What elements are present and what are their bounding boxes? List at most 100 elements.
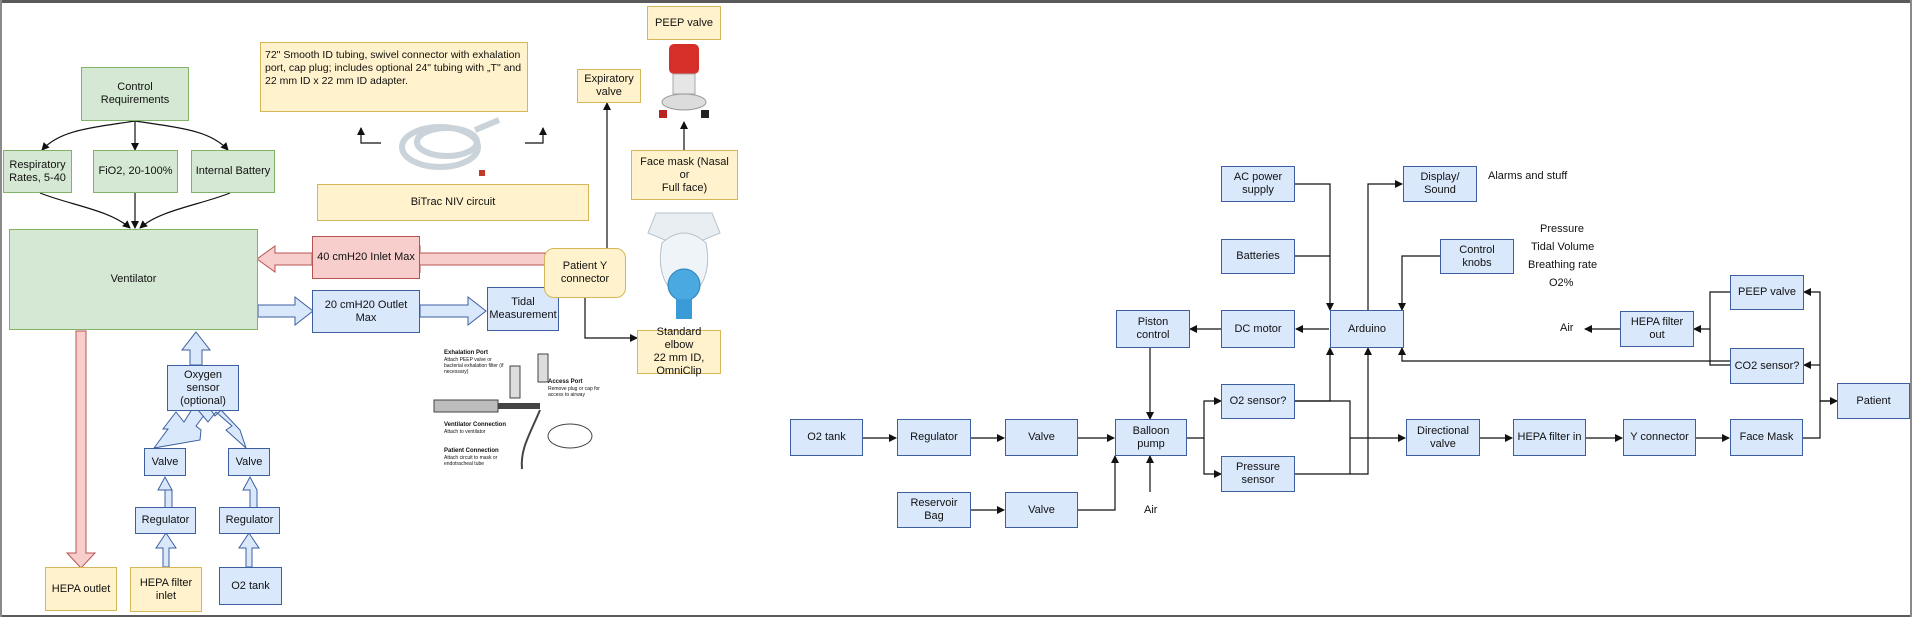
o2-tank-left-node: O2 tank — [219, 567, 282, 605]
control-requirements-node: Control Requirements — [81, 67, 189, 121]
arrow-vent-hepa — [65, 330, 97, 569]
edge-valve2-balloon — [1078, 455, 1119, 511]
valve-left-node: Valve — [144, 448, 186, 476]
o2-sensor-node: O2 sensor? — [1221, 384, 1295, 419]
edge-pressure-arduino — [1295, 347, 1372, 475]
arrow-hepa-reg — [155, 532, 177, 568]
param-o2: O2% — [1549, 277, 1574, 289]
edge-bitrac-right — [525, 127, 547, 144]
hepa-filter-out-node: HEPA filter out — [1620, 311, 1694, 347]
standard-elbow-node: Standard elbow 22 mm ID, OmniClip — [637, 326, 721, 377]
arrow-reg-valve-left — [157, 475, 173, 510]
label-ventilator-connection: Ventilator Connection — [444, 422, 507, 428]
label-access-desc: Remove plug or cap for access to airway — [548, 386, 600, 398]
respiratory-rates-node: Respiratory Rates, 5-40 — [3, 150, 72, 193]
piston-control-node: Piston control — [1116, 310, 1190, 348]
peep-valve-node: PEEP valve — [1730, 275, 1804, 310]
bitrac-node: BiTrac NIV circuit — [317, 184, 589, 221]
edge-balloon-pressure — [1203, 438, 1222, 478]
air-out-text: Air — [1560, 322, 1574, 334]
ventilator-node: Ventilator — [9, 229, 258, 330]
face-mask-image — [647, 212, 721, 319]
edge-battery-vent — [139, 192, 231, 229]
edge-arduino-display — [1367, 180, 1403, 310]
left-border — [0, 0, 2, 617]
regulator-right-node: Regulator — [219, 507, 280, 534]
arrow-reg-valve-right — [242, 475, 258, 510]
air-in-text: Air — [1144, 504, 1158, 516]
bottom-border — [0, 615, 1912, 617]
regulator-left-node: Regulator — [135, 507, 196, 534]
edge-knobs-arduino — [1398, 255, 1440, 311]
valve2-node: Valve — [1005, 492, 1078, 528]
edge-co2-hepaout — [1709, 329, 1730, 366]
inlet-max-node: 40 cmH20 Inlet Max — [312, 236, 420, 279]
arrow-y-inlet — [400, 245, 546, 273]
peep-valve-image — [659, 44, 709, 118]
fio2-node: FiO2, 20-100% — [93, 150, 178, 193]
arrow-oxygen-vent — [180, 331, 212, 366]
balloon-pump-node: Balloon pump — [1115, 419, 1187, 456]
param-tidal-volume: Tidal Volume — [1531, 241, 1595, 253]
edge-o2sensor-arduino — [1295, 347, 1334, 402]
circuit-drawing — [433, 353, 593, 470]
peep-valve-label-node: PEEP valve — [647, 6, 721, 40]
label-exhalation-desc: Attach PEEP valve or bacterial exhalatio… — [444, 357, 504, 375]
arrow-tank-reg — [238, 532, 260, 568]
pressure-sensor-node: Pressure sensor — [1221, 456, 1295, 492]
edge-co2-arduino — [1398, 347, 1730, 362]
edge-patient-peep — [1803, 288, 1837, 402]
label-exhalation-port: Exhalation Port — [444, 350, 489, 356]
edge-ac-arduino — [1295, 183, 1334, 311]
edge-bitrac-left — [357, 127, 381, 144]
expiratory-valve-node: Expiratory valve — [577, 69, 641, 103]
batteries-node: Batteries — [1221, 239, 1295, 274]
alarms-text: Alarms and stuff — [1488, 170, 1568, 182]
param-pressure: Pressure — [1540, 223, 1585, 235]
face-mask-label-node: Face mask (Nasal or Full face) — [631, 150, 738, 200]
arduino-node: Arduino — [1330, 310, 1404, 348]
valve-right-diagram-node: Valve — [1005, 419, 1078, 456]
face-mask-node: Face Mask — [1730, 419, 1803, 456]
reservoir-bag-node: Reservoir Bag — [897, 492, 971, 528]
hepa-outlet-node: HEPA outlet — [45, 567, 117, 611]
directional-valve-node: Directional valve — [1406, 419, 1480, 456]
o2-tank-right-node: O2 tank — [790, 419, 863, 456]
edge-balloon-o2sensor — [1187, 397, 1222, 439]
outlet-max-node: 20 cmH20 Outlet Max — [312, 290, 420, 333]
regulator-right-diagram-node: Regulator — [897, 419, 971, 456]
edge-y-elbow — [584, 298, 638, 342]
label-patient-connection: Patient Connection — [444, 448, 499, 454]
edge-o2sensor-dirvalve — [1295, 400, 1406, 442]
label-patient-desc: Attach circuit to mask or endotracheal t… — [444, 455, 498, 467]
patient-y-connector-node: Patient Y connector — [544, 248, 626, 298]
dc-motor-node: DC motor — [1221, 310, 1295, 348]
tubing-image — [399, 117, 501, 176]
co2-sensor-node: CO2 sensor? — [1730, 348, 1804, 384]
edge-resp-vent — [39, 192, 131, 229]
hepa-filter-inlet-node: HEPA filter inlet — [130, 567, 202, 612]
edge-peep-hepaout — [1693, 291, 1730, 333]
control-knobs-node: Control knobs — [1440, 239, 1514, 274]
patient-node: Patient — [1837, 383, 1910, 419]
tubing-note: 72" Smooth ID tubing, swivel connector w… — [260, 42, 528, 112]
edge-ctrl-resp — [41, 120, 136, 151]
top-border — [0, 0, 1912, 3]
oxygen-sensor-node: Oxygen sensor (optional) — [167, 365, 239, 411]
edge-ctrl-battery — [134, 120, 229, 151]
hepa-filter-in-node: HEPA filter in — [1513, 419, 1586, 456]
label-ventilator-desc: Attach to ventilator — [444, 429, 486, 435]
internal-battery-node: Internal Battery — [191, 150, 275, 193]
circuit-schematic: Exhalation Port Attach PEEP valve or bac… — [430, 344, 610, 484]
y-connector-node: Y connector — [1623, 419, 1696, 456]
arrow-outlet-tidal — [419, 295, 487, 327]
display-sound-node: Display/ Sound — [1403, 166, 1477, 202]
arrow-valve-oxygen-left — [152, 405, 206, 449]
valve-right-node: Valve — [228, 448, 270, 476]
edge-mask-patient — [1803, 397, 1838, 439]
arrow-vent-outlet — [257, 295, 314, 327]
ac-power-node: AC power supply — [1221, 166, 1295, 202]
right-border — [1910, 0, 1912, 617]
